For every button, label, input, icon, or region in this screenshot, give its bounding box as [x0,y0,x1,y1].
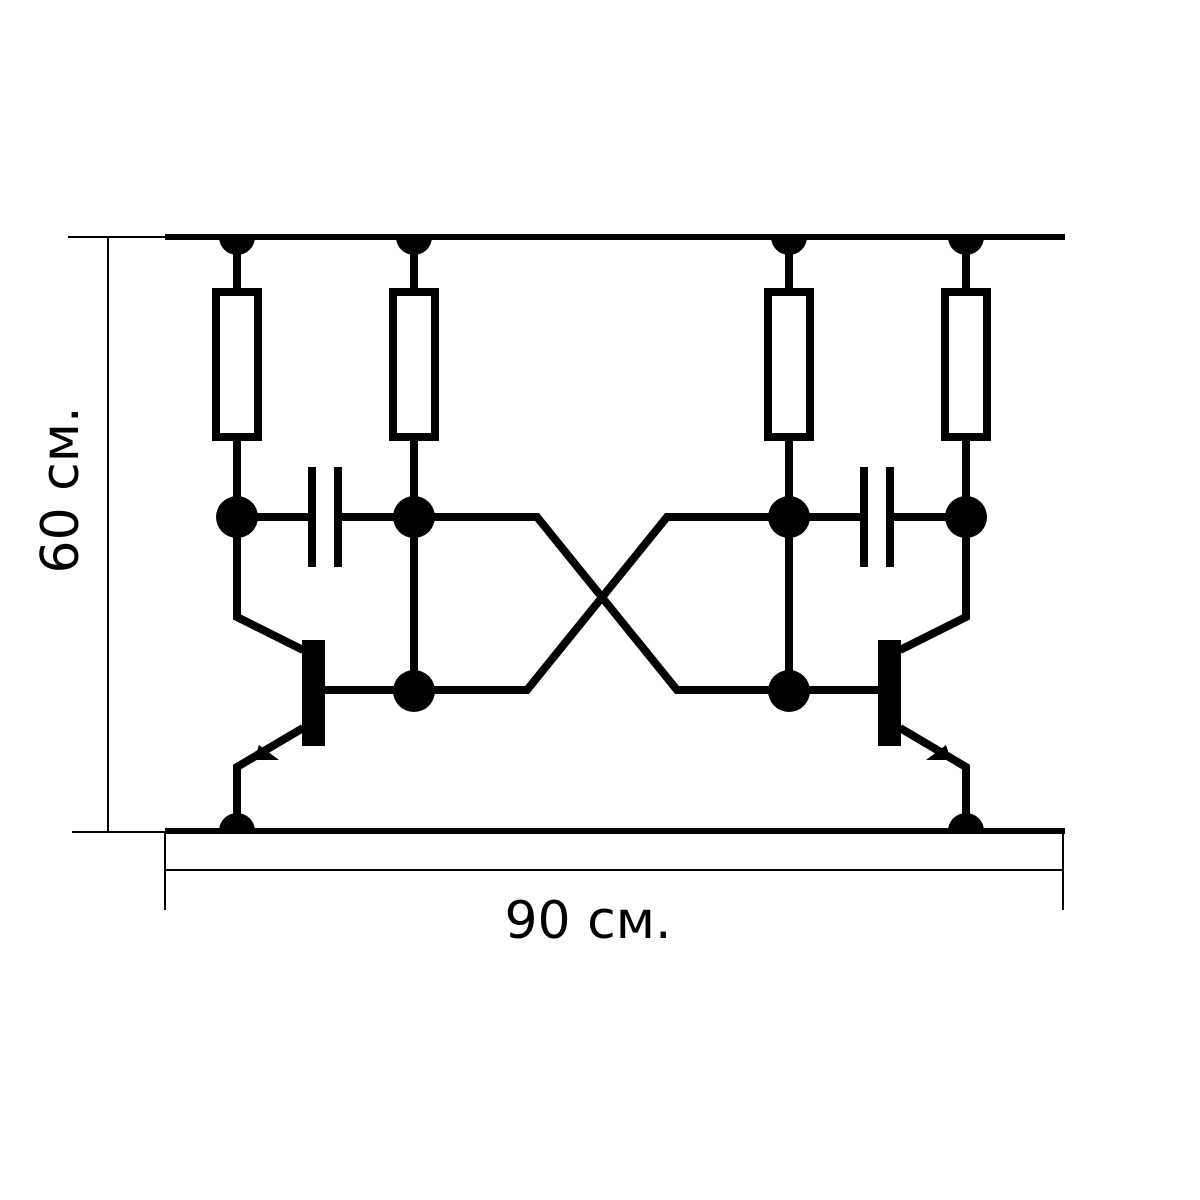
junction-dot [393,496,435,538]
resistor-4 [941,288,991,441]
junction-dot [393,670,435,712]
resistor-2 [389,288,439,441]
resistor-3 [764,288,814,441]
transistor-right [878,640,951,760]
emitter-arrow [254,745,279,760]
cross-wire [414,513,789,694]
capacitor-right [860,467,894,567]
collector-wire [233,612,305,654]
collector-wire [898,612,970,654]
junction-dot [768,670,810,712]
junctions [216,496,987,712]
transistor-base-bar [302,640,325,746]
width-label: 90 см. [504,891,671,951]
height-dimension [68,236,165,833]
wires [233,237,970,831]
capacitor-left [308,467,342,567]
junction-dot [945,496,987,538]
emitter-arrow [926,745,951,760]
rail-junctions [219,237,984,831]
transistor-base-bar [878,640,901,746]
height-label: 60 см. [31,406,91,573]
resistor-1 [212,288,262,441]
capacitors [308,467,894,567]
emitter-wire [897,724,970,831]
cross-wire [414,513,789,694]
junction-dot [216,496,258,538]
width-dimension [164,832,1064,910]
junction-dot [768,496,810,538]
resistors [212,288,991,441]
transistor-left [254,640,325,760]
emitter-wire [233,724,306,831]
